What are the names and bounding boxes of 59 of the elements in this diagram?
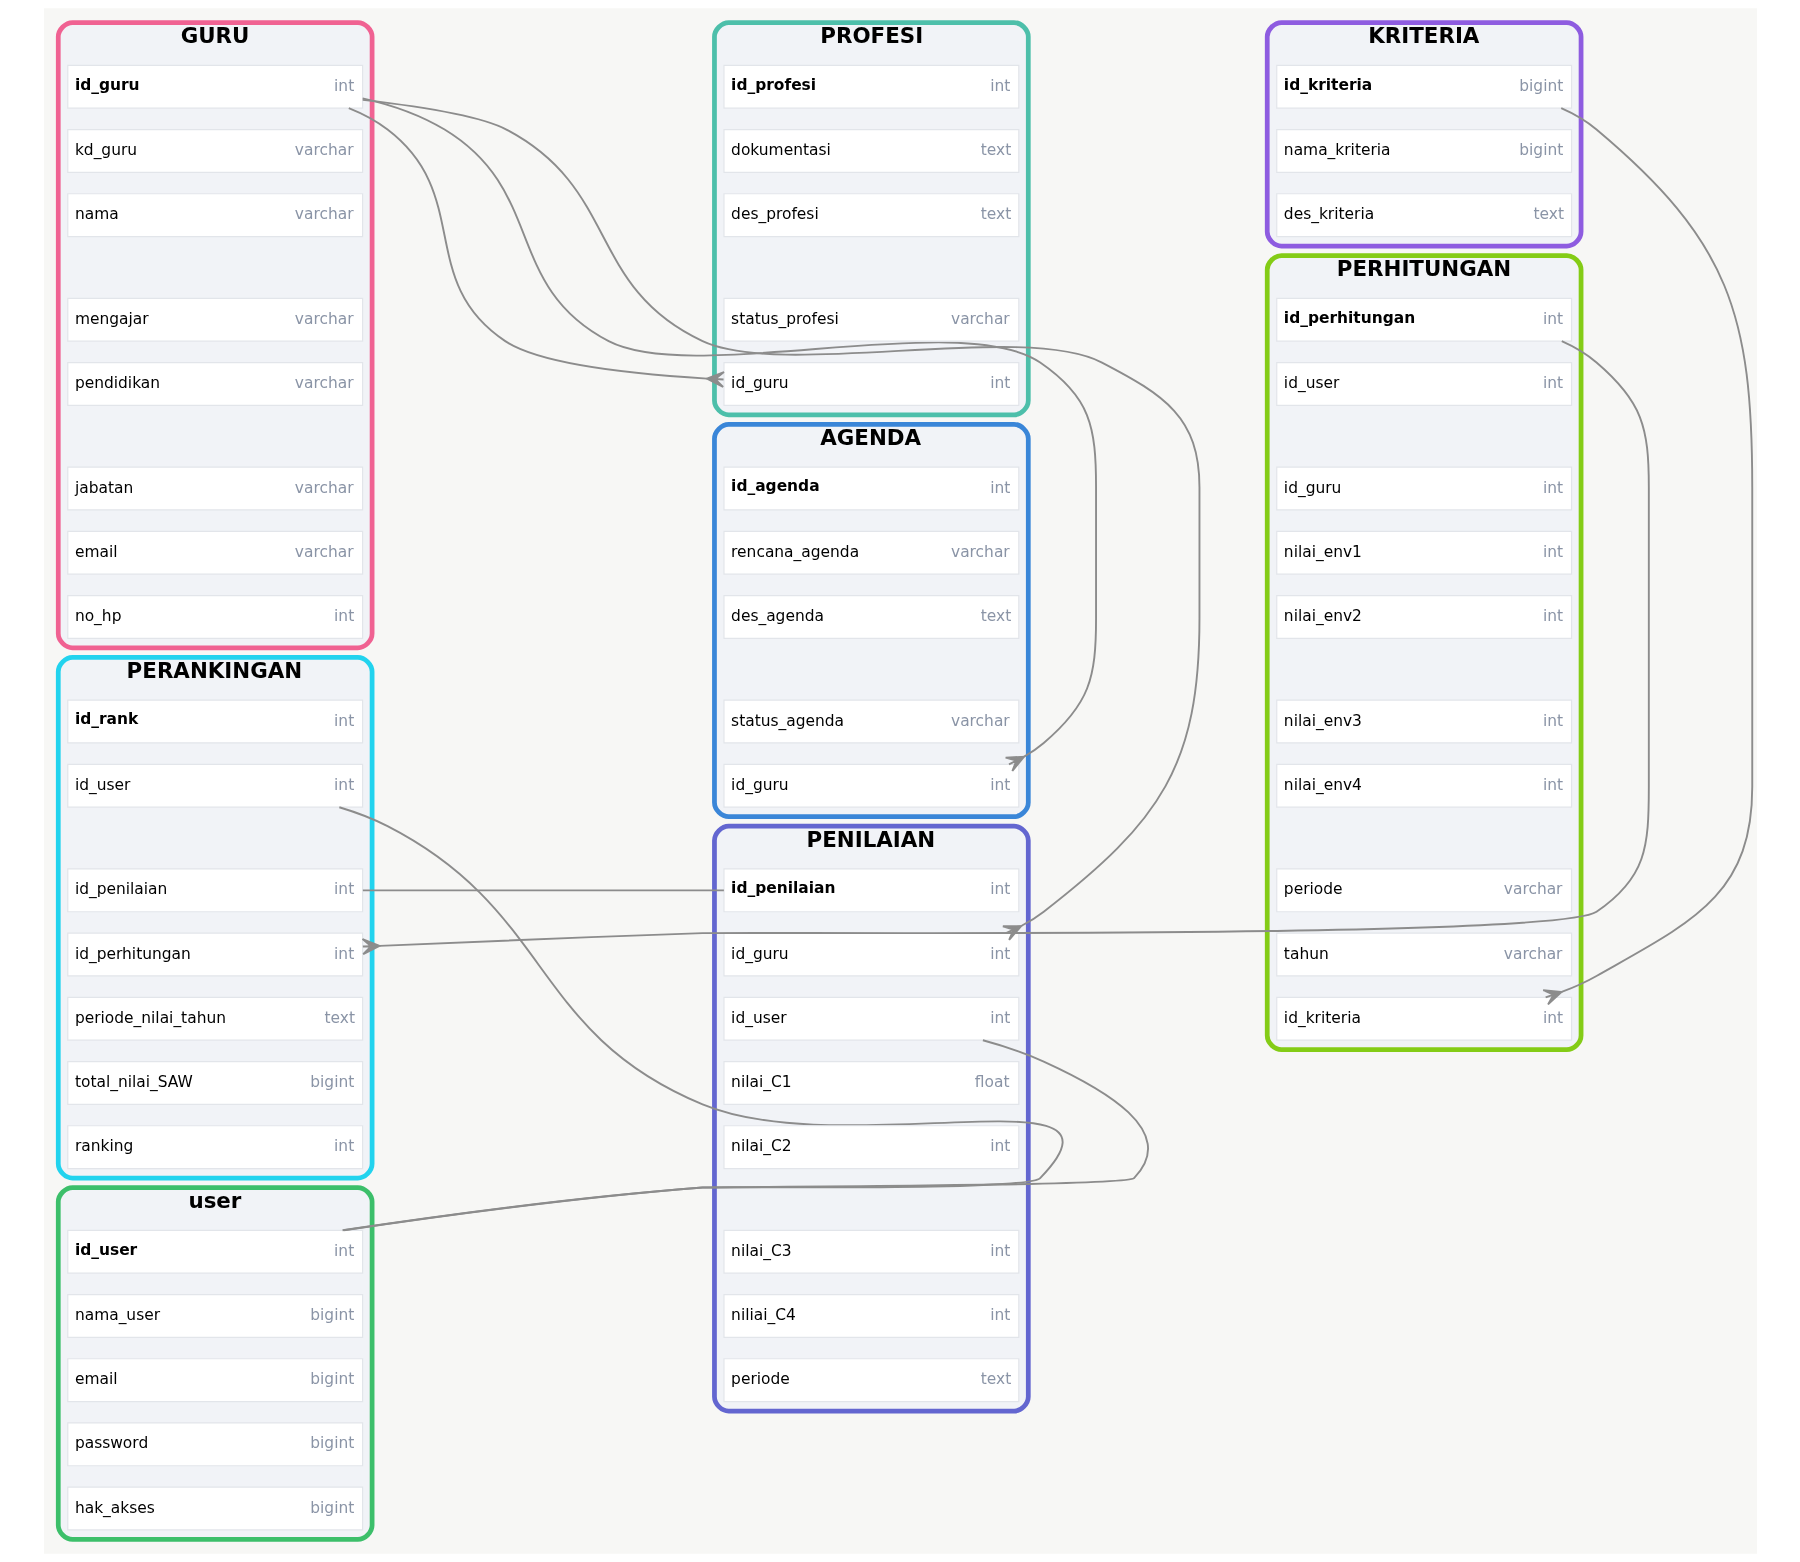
node-box: id_user int [722, 996, 1019, 1041]
node-box: id_user int [1275, 361, 1572, 406]
node-box: id_perhitungan int [66, 932, 363, 977]
connector [347, 107, 725, 388]
node-box: tahun varchar [1275, 932, 1572, 977]
node-box: id_user int [66, 1229, 363, 1274]
connector [361, 340, 1650, 955]
node-box: id_kriteria int [1275, 996, 1572, 1041]
connector [361, 97, 1097, 772]
node-box: id_guru int [722, 932, 1019, 977]
node-box: des_agenda text [722, 594, 1019, 639]
node-box: jabatan varchar [66, 466, 363, 511]
connector [341, 1039, 1149, 1232]
node-box: periode varchar [1275, 868, 1572, 913]
node-box: id_perhitungan int [1275, 297, 1572, 342]
node-box: id_penilaian int [66, 868, 363, 913]
node-box: pendidikan varchar [66, 361, 363, 406]
node-box: nilai_C1 float [722, 1060, 1019, 1105]
node-box: des_profesi text [722, 193, 1019, 238]
node-box: dokumentasi text [722, 128, 1019, 173]
node-box: nilai_env4 int [1275, 763, 1572, 808]
node-box: id_agenda int [722, 466, 1019, 511]
node-box: id_user int [66, 763, 363, 808]
connector [1541, 107, 1753, 1006]
connector [361, 889, 725, 892]
node-box: id_guru int [1275, 466, 1572, 511]
node-box: mengajar varchar [66, 297, 363, 342]
node-box: id_profesi int [722, 64, 1019, 109]
node-box: email varchar [66, 530, 363, 575]
node-box: nilai_env3 int [1275, 699, 1572, 744]
node-box: no_hp int [66, 594, 363, 639]
node-box: nilai_env2 int [1275, 594, 1572, 639]
node-box: email bigint [66, 1358, 363, 1403]
node-box: niliai_C4 int [722, 1293, 1019, 1338]
node-box: periode text [722, 1358, 1019, 1403]
node-box: total_nilai_SAW bigint [66, 1060, 363, 1105]
node-box: id_penilaian int [722, 868, 1019, 913]
node-box: nama_user bigint [66, 1293, 363, 1338]
connector [337, 806, 1063, 1232]
node-box: id_kriteria bigint [1275, 64, 1572, 109]
connector [361, 98, 1200, 941]
node-box: id_guru int [722, 763, 1019, 808]
node-box: nilai_C2 int [722, 1125, 1019, 1170]
node-box: rencana_agenda varchar [722, 530, 1019, 575]
node-box: des_kriteria text [1275, 193, 1572, 238]
node-box: password bigint [66, 1422, 363, 1467]
node-box: id_guru int [722, 361, 1019, 406]
node-box: id_rank int [66, 699, 363, 744]
node-box: nilai_env1 int [1275, 530, 1572, 575]
node-box: nilai_C3 int [722, 1229, 1019, 1274]
node-box: id_guru int [66, 64, 363, 109]
node-box: periode_nilai_tahun text [66, 996, 363, 1041]
node-box: nama_kriteria bigint [1275, 128, 1572, 173]
node-box: nama varchar [66, 193, 363, 238]
node-box: hak_akses bigint [66, 1486, 363, 1531]
node-box: status_profesi varchar [722, 297, 1019, 342]
node-box: ranking int [66, 1125, 363, 1170]
node-box: status_agenda varchar [722, 699, 1019, 744]
node-box: kd_guru varchar [66, 128, 363, 173]
